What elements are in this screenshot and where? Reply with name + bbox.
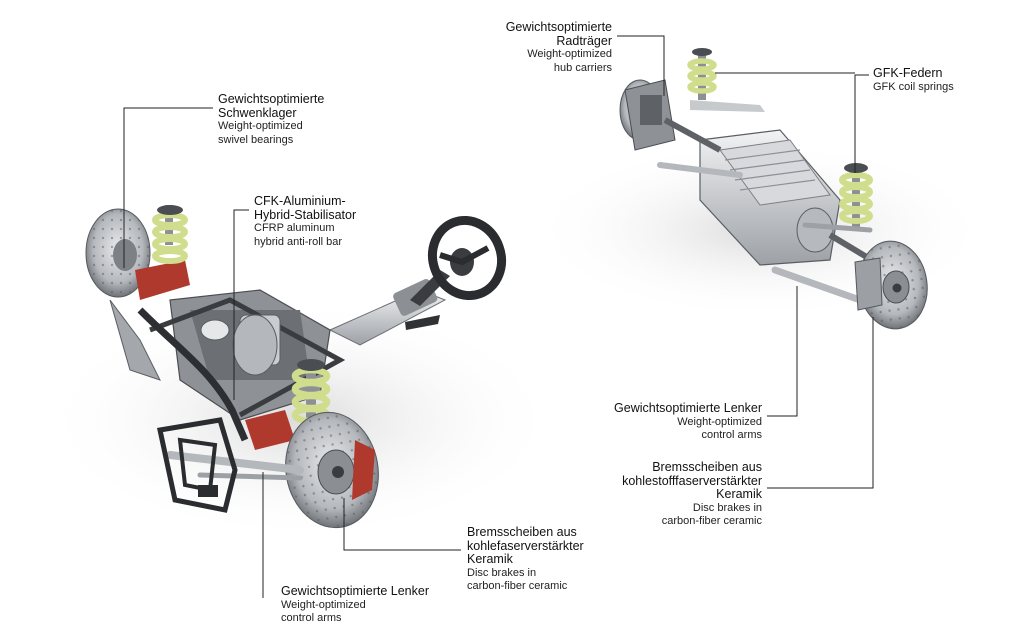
label-front-control-arms: Gewichtsoptimierte Lenker Weight-optimiz… [281, 584, 429, 626]
label-rear-disc-brakes-de-3: Keramik [716, 487, 762, 501]
front-subframe [149, 289, 346, 421]
rear-control-arms [657, 162, 873, 304]
rear-drive-unit [699, 129, 841, 266]
swivel-bearing-red [135, 260, 190, 300]
label-front-disc-brakes-de-3: Keramik [467, 552, 513, 566]
label-front-disc-brakes-de-1: Bremsscheiben aus [467, 525, 577, 539]
rear-left-coil-spring [687, 48, 765, 112]
front-left-coil-spring [152, 205, 188, 264]
front-right-coil-spring [291, 359, 331, 425]
label-hub-carriers-en-2: hub carriers [553, 61, 612, 74]
front-right-brake-disc [285, 411, 379, 529]
leader-swivel-bearings [123, 107, 213, 268]
label-hub-carriers-de-2: Radträger [556, 33, 612, 48]
label-anti-roll-bar-en-2: hybrid anti-roll bar [254, 235, 343, 248]
leader-anti-roll-bar [233, 209, 249, 400]
label-anti-roll-bar-de-2: Hybrid-Stabilisator [254, 207, 357, 222]
label-coil-springs: GFK-Federn GFK coil springs [873, 66, 954, 94]
label-front-control-arms-en-1: Weight-optimized [281, 598, 366, 611]
steering-wheel [428, 215, 506, 301]
label-swivel-bearings-de-1: Gewichtsoptimierte [218, 92, 325, 106]
label-swivel-bearings-en-1: Weight-optimized [218, 120, 303, 132]
front-right-swivel-bearing [245, 410, 295, 450]
label-front-control-arms-en-2: control arms [281, 612, 342, 624]
leader-rear-control-arms [767, 286, 798, 417]
label-swivel-bearings: Gewichtsoptimierte Schwenklager Weight-o… [218, 92, 325, 147]
label-rear-control-arms-en-1: Weight-optimized [677, 415, 762, 428]
label-rear-disc-brakes-en-1: Disc brakes in [692, 501, 762, 514]
anti-roll-bar [137, 307, 249, 442]
label-anti-roll-bar: CFK-Aluminium- Hybrid-Stabilisator CFRP … [254, 194, 357, 249]
rear-left-hub-carrier [619, 79, 676, 151]
rear-left-drive-shaft [663, 117, 722, 153]
rear-right-brake-disc [854, 240, 928, 330]
label-anti-roll-bar-de-1: CFK-Aluminium- [254, 194, 346, 208]
label-rear-control-arms-en-2: control arms [701, 429, 762, 441]
label-front-disc-brakes-en-2: carbon-fiber ceramic [467, 580, 568, 592]
rear-suspension-assembly [530, 48, 990, 330]
label-rear-control-arms-de-1: Gewichtsoptimierte Lenker [614, 401, 762, 415]
pedal-box [157, 417, 238, 513]
label-coil-springs-en-1: GFK coil springs [873, 80, 954, 93]
leader-rear-disc-brakes [767, 317, 874, 489]
leader-front-disc-brakes [343, 498, 461, 551]
label-rear-disc-brakes-de-1: Bremsscheiben aus [652, 460, 762, 474]
label-swivel-bearings-en-2: swivel bearings [218, 133, 294, 146]
leader-hub-carriers [617, 35, 665, 96]
label-rear-disc-brakes-de-2: kohlestofffaserverstärkter [622, 473, 762, 488]
front-brake-caliper [352, 440, 375, 500]
label-rear-control-arms: Gewichtsoptimierte Lenker Weight-optimiz… [572, 401, 762, 443]
label-hub-carriers-en-1: Weight-optimized [527, 48, 612, 60]
label-front-disc-brakes: Bremsscheiben aus kohlefaserverstärkter … [467, 525, 584, 594]
label-coil-springs-de-1: GFK-Federn [873, 66, 943, 80]
label-front-disc-brakes-en-1: Disc brakes in [467, 566, 537, 579]
label-hub-carriers-de-1: Gewichtsoptimierte [505, 20, 612, 34]
rear-right-coil-spring [839, 163, 873, 230]
label-hub-carriers: Gewichtsoptimierte Radträger Weight-opti… [462, 20, 612, 75]
leader-coil-springs [854, 74, 869, 173]
label-rear-disc-brakes: Bremsscheiben aus kohlestofffaserverstär… [572, 460, 762, 529]
label-anti-roll-bar-en-1: CFRP aluminum [254, 222, 335, 234]
label-front-control-arms-de-1: Gewichtsoptimierte Lenker [281, 584, 429, 598]
front-suspension-assembly [40, 205, 560, 540]
leader-lines [123, 35, 874, 598]
front-left-wheel-hub [85, 208, 190, 381]
label-rear-disc-brakes-en-2: carbon-fiber ceramic [661, 515, 762, 527]
label-front-disc-brakes-de-2: kohlefaserverstärkter [467, 538, 584, 553]
label-swivel-bearings-de-2: Schwenklager [218, 105, 297, 120]
